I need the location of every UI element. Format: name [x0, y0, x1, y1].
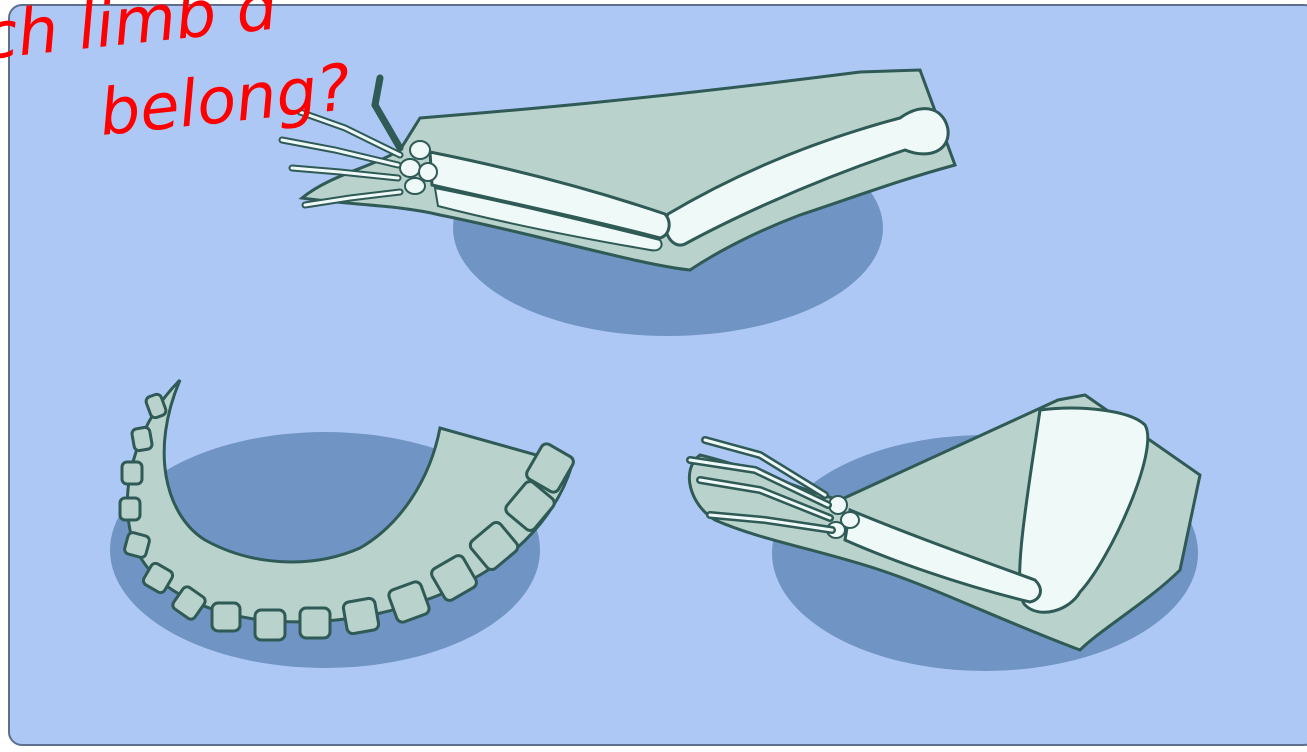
cat-leg-figure — [689, 395, 1200, 671]
whale-flipper-figure — [110, 380, 576, 668]
human-arm-figure — [282, 70, 955, 336]
